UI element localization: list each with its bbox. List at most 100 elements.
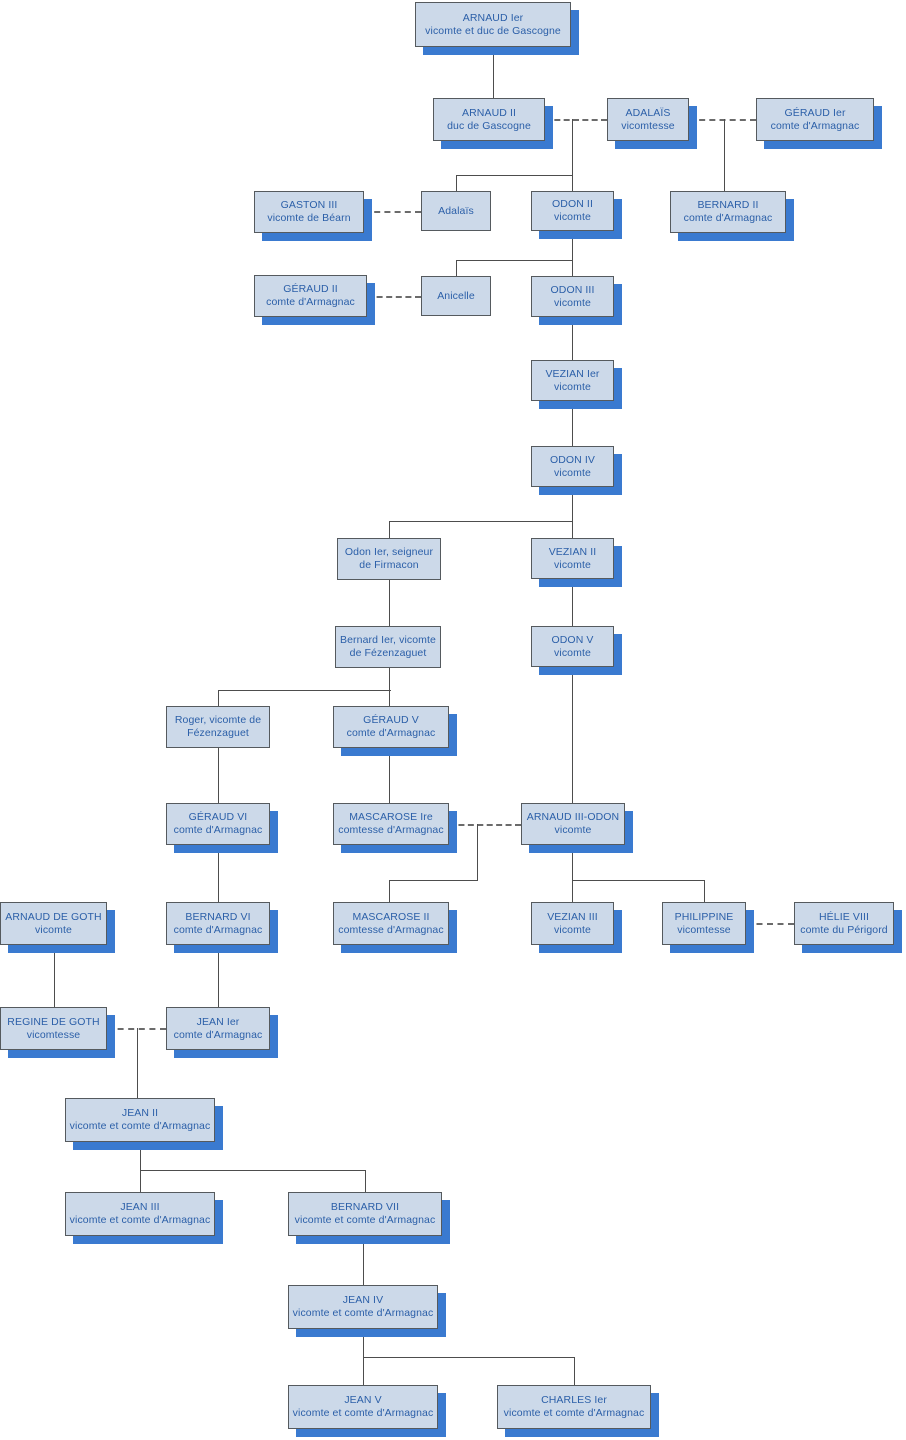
person-name: JEAN V bbox=[344, 1394, 382, 1406]
person-name: HÉLIE VIII bbox=[818, 910, 870, 923]
connector-line-horizontal bbox=[456, 260, 573, 261]
person-title: vicomte et duc de Gascogne bbox=[425, 24, 561, 37]
person-title: de Firmacon bbox=[359, 559, 419, 571]
person-title: vicomte bbox=[554, 923, 591, 936]
person-title: comtesse d'Armagnac bbox=[338, 824, 444, 836]
person-name: JEAN II bbox=[121, 1107, 159, 1119]
connector-line-vertical bbox=[572, 487, 573, 538]
person-name: Anicelle bbox=[437, 289, 475, 302]
person-title: comte d'Armagnac bbox=[173, 824, 263, 836]
marriage-line-dashed bbox=[449, 824, 521, 826]
connector-line-vertical bbox=[389, 690, 390, 706]
person-title: vicomte et comte d'Armagnac bbox=[292, 1307, 434, 1319]
person-title: comte d'Armagnac bbox=[266, 296, 355, 308]
person-title: comte du Périgord bbox=[800, 923, 888, 936]
person-name: ADALAÏS bbox=[625, 106, 671, 119]
person-name: ODON V bbox=[551, 633, 594, 646]
person-name: MASCAROSE II bbox=[352, 910, 430, 923]
person-title: de Fézenzaguet bbox=[349, 647, 427, 659]
connector-line-vertical bbox=[389, 748, 390, 803]
person-name: GÉRAUD V bbox=[363, 714, 419, 726]
person-name: Adalaïs bbox=[438, 204, 474, 217]
person-title: vicomte bbox=[554, 380, 591, 393]
person-name: BERNARD VII bbox=[330, 1201, 400, 1213]
connector-line-horizontal bbox=[389, 880, 478, 881]
person-title: vicomte et comte d'Armagnac bbox=[503, 1407, 645, 1419]
person-name: MASCAROSE Ire bbox=[349, 811, 433, 823]
person-name: GASTON III bbox=[280, 199, 338, 211]
connector-line-vertical bbox=[572, 579, 573, 626]
person-title: vicomte et comte d'Armagnac bbox=[69, 1214, 211, 1226]
connector-line-vertical bbox=[389, 880, 390, 902]
person-name: JEAN Ier bbox=[196, 1015, 240, 1028]
person-name: JEAN III bbox=[120, 1201, 160, 1213]
connector-line-vertical bbox=[218, 748, 219, 803]
person-node-anicelle[interactable]: Anicelle bbox=[421, 276, 491, 316]
connector-line-vertical bbox=[572, 845, 573, 880]
person-name: ARNAUD DE GOTH bbox=[5, 910, 102, 923]
connector-line-vertical bbox=[704, 880, 705, 902]
marriage-line-dashed bbox=[107, 1028, 166, 1030]
marriage-line-dashed bbox=[746, 923, 794, 925]
person-title: comte d'Armagnac bbox=[173, 923, 263, 936]
person-name: VEZIAN Ier bbox=[545, 367, 600, 380]
person-name: ODON III bbox=[550, 283, 595, 296]
person-node-adalais_min[interactable]: Adalaïs bbox=[421, 191, 491, 231]
connector-line-horizontal bbox=[140, 1170, 365, 1171]
person-title: duc de Gascogne bbox=[447, 119, 531, 132]
person-name: BERNARD II bbox=[697, 199, 759, 211]
marriage-line-dashed bbox=[545, 119, 607, 121]
connector-line-vertical bbox=[572, 141, 573, 191]
connector-line-horizontal bbox=[218, 690, 391, 691]
person-name: VEZIAN III bbox=[547, 910, 598, 923]
connector-line-vertical bbox=[724, 119, 725, 191]
connector-line-vertical bbox=[572, 667, 573, 803]
person-name: JEAN IV bbox=[342, 1294, 384, 1306]
connector-line-vertical bbox=[572, 231, 573, 276]
person-name: ARNAUD III-ODON bbox=[526, 811, 620, 823]
connector-line-horizontal bbox=[456, 175, 573, 176]
person-title: vicomte bbox=[554, 558, 591, 571]
connector-line-vertical bbox=[389, 668, 390, 690]
connector-line-vertical bbox=[477, 824, 478, 880]
person-name: GÉRAUD Ier bbox=[784, 106, 846, 119]
person-name: ARNAUD Ier bbox=[462, 11, 524, 24]
marriage-line-dashed bbox=[689, 119, 756, 121]
connector-line-horizontal bbox=[363, 1357, 574, 1358]
